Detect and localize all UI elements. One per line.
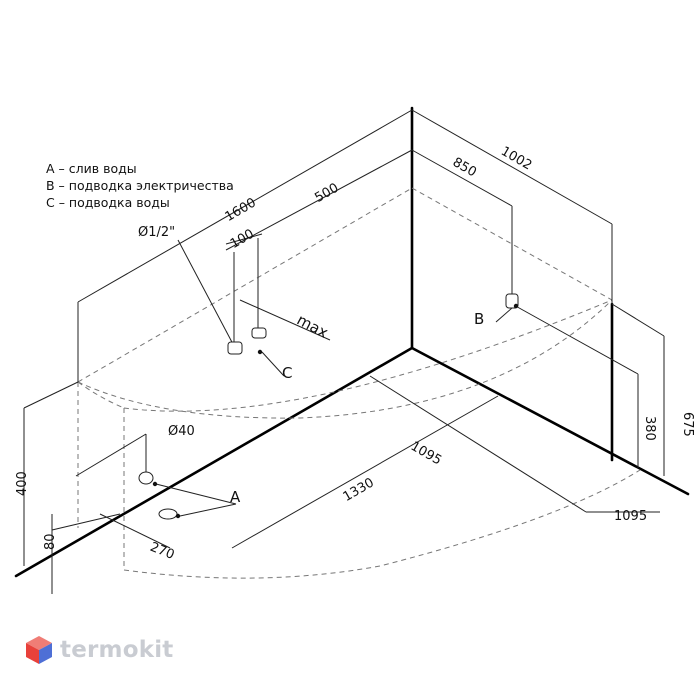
legend-item-a: A – слив воды	[46, 161, 137, 176]
label-380: 380	[642, 416, 657, 441]
legend: A – слив воды B – подводка электричества…	[46, 161, 234, 210]
dim-1095-diag	[369, 375, 587, 513]
label-80: 80	[43, 533, 58, 550]
label-1330: 1330	[341, 475, 377, 505]
dim-380-ext	[511, 303, 639, 375]
point-b	[513, 303, 519, 309]
label-675: 675	[680, 412, 695, 437]
dimension-lines	[23, 109, 665, 594]
dim-1002-line	[411, 109, 613, 225]
tub-bottom-front-curve	[123, 469, 641, 579]
tub-inner-curve	[123, 299, 613, 412]
label-pipe-diameter: Ø1/2"	[138, 225, 175, 240]
floor-left-edge	[14, 346, 414, 578]
marker-c: C	[282, 364, 292, 382]
label-1095-leader: 1095	[614, 509, 647, 524]
water-supply-fitting	[227, 341, 243, 355]
logo-cube-icon	[26, 636, 52, 664]
tub-top-rim-curve	[77, 299, 613, 419]
room-walls	[14, 106, 690, 578]
label-400: 400	[15, 471, 30, 496]
point-a2	[175, 513, 181, 519]
label-850: 850	[450, 155, 479, 180]
dim-1330-line	[231, 395, 499, 549]
label-diameter-40: Ø40	[168, 424, 195, 439]
marker-b: B	[474, 310, 484, 328]
label-100: 100	[228, 227, 257, 252]
label-max: max	[294, 311, 331, 342]
fittings	[138, 293, 519, 520]
leader-c	[261, 351, 285, 377]
legend-item-b: B – подводка электричества	[46, 178, 234, 193]
dim-850-line	[411, 149, 513, 207]
label-1600: 1600	[223, 195, 259, 225]
dim-100-line	[225, 233, 263, 245]
dim-270-line	[99, 513, 171, 549]
water-supply-fitting-2	[251, 327, 267, 339]
dim-80-ext	[51, 513, 121, 531]
leader-a-upper	[155, 483, 237, 505]
drain-fitting-lower	[158, 508, 178, 520]
dim-675-ext	[611, 303, 665, 337]
dim-1600-line	[77, 109, 413, 303]
point-a1	[152, 481, 158, 487]
dim-500-line	[225, 149, 413, 251]
label-270: 270	[148, 540, 177, 563]
label-500: 500	[312, 181, 341, 206]
point-c	[257, 349, 263, 355]
leader-b	[495, 307, 513, 323]
marker-a: A	[230, 488, 241, 506]
brand-logo: termokit	[24, 634, 173, 666]
drain-fitting-upper	[138, 471, 154, 485]
bathtub-outline	[77, 187, 641, 579]
tub-front-panel-top	[77, 381, 125, 409]
dim-max-line	[239, 299, 331, 341]
legend-item-c: C – подводка воды	[46, 195, 170, 210]
brand-logo-text: termokit	[60, 637, 174, 663]
leader-a-lower	[179, 503, 237, 517]
dim-40-line	[75, 433, 147, 477]
markers: A B C	[230, 310, 484, 506]
tub-top-back-right	[411, 187, 613, 301]
floor-right-edge	[410, 346, 690, 496]
dim-400-ext	[23, 381, 79, 409]
tub-top-back-left	[77, 187, 413, 383]
label-1095-diag: 1095	[408, 439, 444, 469]
leader-pipe	[177, 239, 235, 347]
